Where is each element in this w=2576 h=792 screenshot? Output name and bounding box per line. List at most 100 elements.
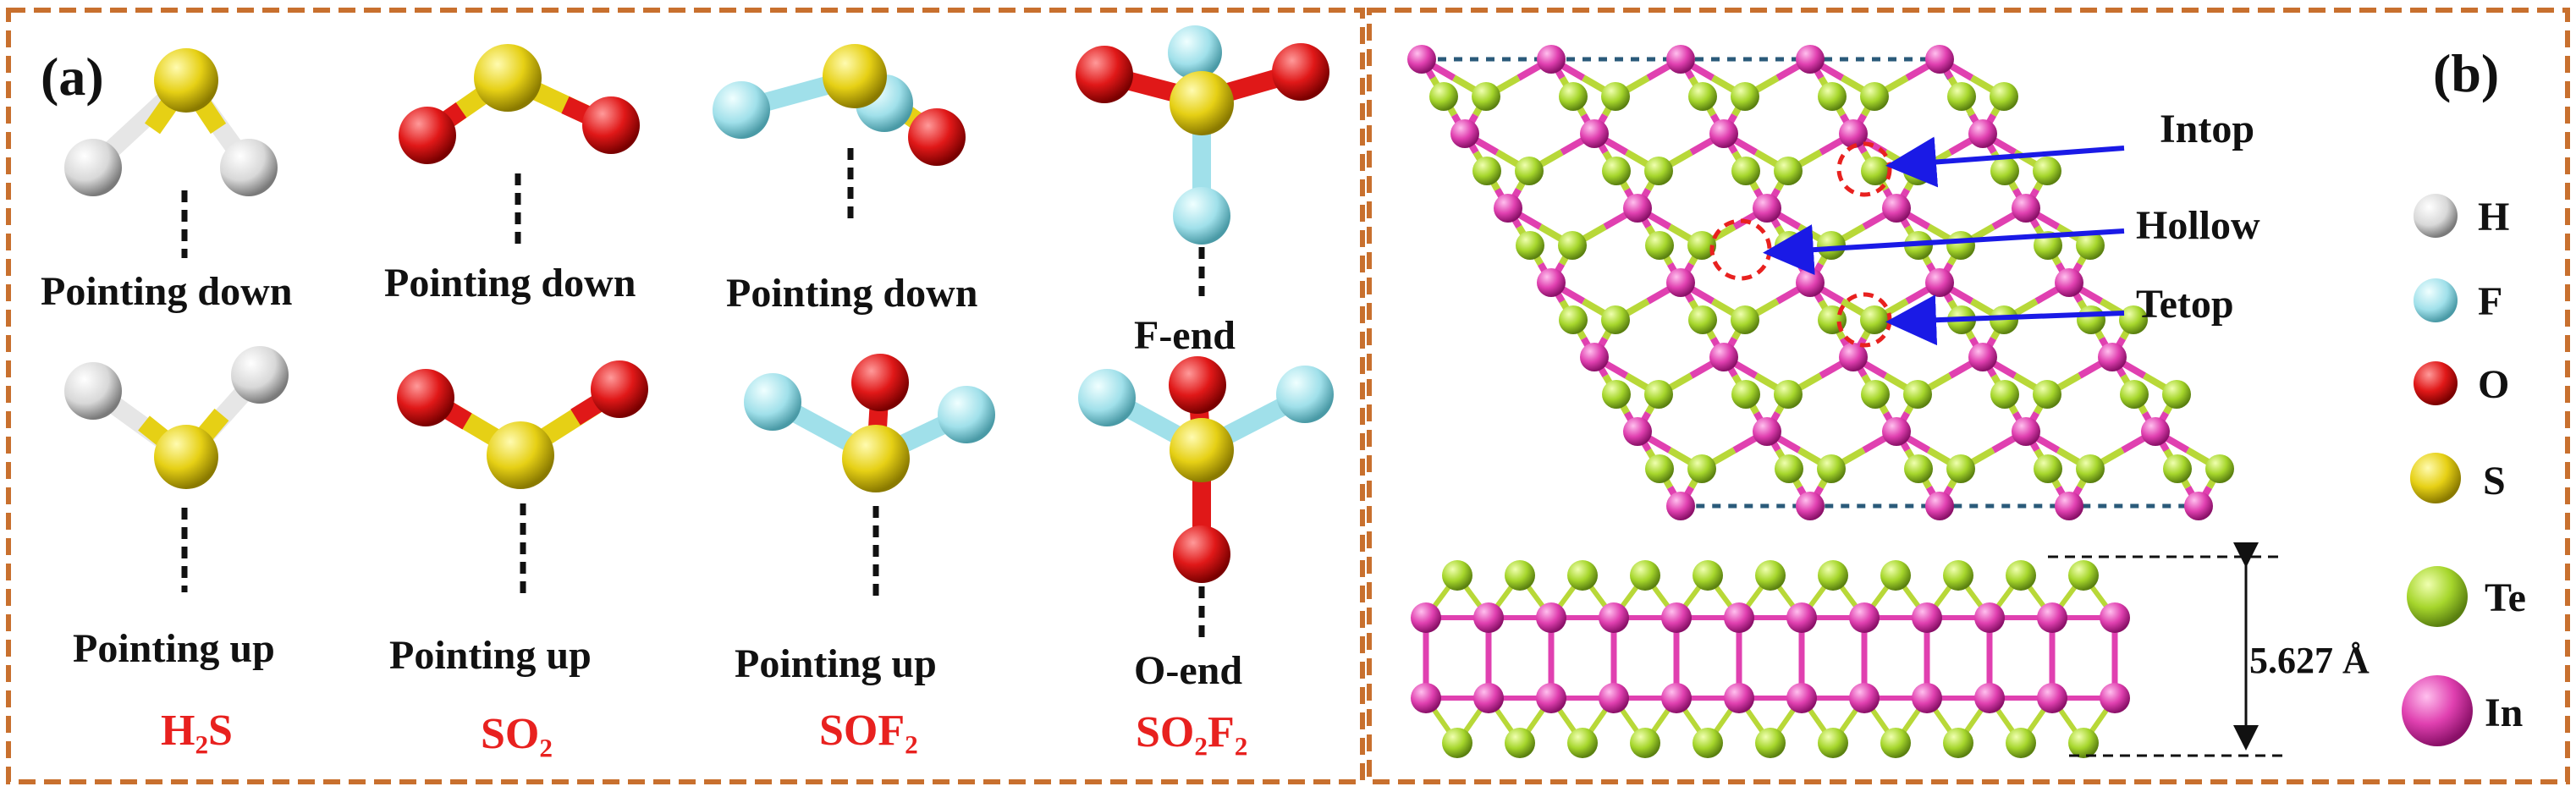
te-atom [1559, 82, 1588, 111]
te-atom [1472, 82, 1500, 111]
te-atom [2068, 728, 2099, 758]
in-atom [2012, 194, 2040, 223]
te-atom [1558, 231, 1587, 260]
in-atom [1839, 119, 1868, 148]
h2s-formula: H₂S [161, 707, 233, 755]
lattice-top-view [1407, 45, 2234, 520]
te-atom [1505, 560, 1535, 591]
te-atom [1601, 305, 1630, 334]
sof2-down-caption: Pointing down [726, 271, 977, 316]
in-atom [1974, 683, 2005, 713]
te-atom [1861, 157, 1890, 185]
te-atom [1775, 231, 1803, 260]
te-atom [1946, 231, 1975, 260]
te-atom [1688, 305, 1717, 334]
in-atom [1968, 119, 1997, 148]
te-atom [1630, 560, 1660, 591]
te-atom [1559, 305, 1588, 334]
te-atom [1731, 157, 1760, 185]
legend-label-in: In [2485, 690, 2523, 735]
te-atom [1904, 454, 1933, 483]
in-atom [1580, 343, 1609, 371]
te-atom [1645, 454, 1674, 483]
in-atom [1925, 492, 1954, 520]
in-atom [1796, 268, 1825, 297]
in-atom [1623, 194, 1652, 223]
so2-down-caption: Pointing down [384, 261, 636, 305]
te-atom [1645, 231, 1674, 260]
in-atom [1709, 343, 1738, 371]
te-atom [1567, 728, 1598, 758]
in-atom [1536, 602, 1566, 633]
te-atom [1947, 82, 1976, 111]
te-atom [2077, 305, 2105, 334]
te-atom [1505, 728, 1535, 758]
in-atom [1796, 492, 1825, 520]
in-atom [1786, 683, 1817, 713]
sof2-up-caption: Pointing up [735, 641, 937, 686]
in-atom [1411, 683, 1441, 713]
te-atom [1775, 454, 1803, 483]
element-legend: H F O S Te In [2402, 194, 2526, 746]
in-atom [1925, 268, 1954, 297]
panel-b-label: (b) [2433, 43, 2499, 103]
in-atom [1666, 492, 1695, 520]
te-atom [1946, 454, 1975, 483]
lattice-side-view [1411, 560, 2130, 758]
so2f2-formula: SO₂F₂ [1136, 708, 1247, 756]
in-atom [2055, 492, 2083, 520]
te-atom [1755, 560, 1786, 591]
te-atom [1644, 157, 1673, 185]
so2f2-fend-model [1076, 25, 1329, 296]
te-atom [1818, 560, 1848, 591]
te-atom [2006, 560, 2036, 591]
te-atom [2205, 454, 2234, 483]
h2s-down-caption: Pointing down [41, 269, 292, 314]
in-atom [2037, 683, 2067, 713]
h2s-down-model [64, 48, 278, 258]
te-atom [2119, 305, 2148, 334]
legend-label-f: F [2478, 279, 2502, 324]
site-label-intop: Intop [2160, 107, 2254, 151]
in-atom [1537, 45, 1566, 74]
te-atom [1861, 380, 1890, 409]
te-atom [1990, 82, 2018, 111]
so2-up-caption: Pointing up [389, 633, 592, 678]
panel-a: (a) Pointing down Pointing down [41, 25, 1334, 758]
te-atom [1687, 231, 1716, 260]
sof2-down-model [713, 44, 966, 220]
in-atom [1661, 683, 1692, 713]
in-atom [1450, 119, 1479, 148]
h2s-up-model [64, 346, 289, 592]
te-atom [1429, 82, 1458, 111]
in-atom [1580, 119, 1609, 148]
in-atom [1974, 602, 2005, 633]
te-atom [1442, 728, 1472, 758]
in-atom [1473, 683, 1504, 713]
te-atom [1731, 380, 1760, 409]
te-atom [1774, 157, 1803, 185]
legend-label-te: Te [2485, 575, 2526, 620]
te-atom [1903, 380, 1932, 409]
legend-swatch-o [2414, 361, 2458, 405]
te-atom [1860, 305, 1889, 334]
in-atom [1882, 194, 1911, 223]
in-atom [2012, 417, 2040, 446]
te-atom [1688, 82, 1717, 111]
te-atom [1943, 560, 1973, 591]
site-label-hollow: Hollow [2136, 203, 2260, 248]
legend-swatch-h [2414, 194, 2458, 238]
in-atom [2100, 683, 2130, 713]
thickness-dimension: 5.627 Å [2048, 542, 2370, 757]
tetop-arrow [1885, 294, 2125, 346]
te-atom [1442, 560, 1472, 591]
in-atom [1839, 343, 1868, 371]
te-atom [2006, 728, 2036, 758]
te-atom [1601, 82, 1630, 111]
in-atom [1599, 683, 1629, 713]
te-atom [2076, 231, 2105, 260]
thickness-label: 5.627 Å [2249, 640, 2370, 681]
te-atom [1755, 728, 1786, 758]
in-atom [1753, 194, 1781, 223]
te-atom [1943, 728, 1973, 758]
